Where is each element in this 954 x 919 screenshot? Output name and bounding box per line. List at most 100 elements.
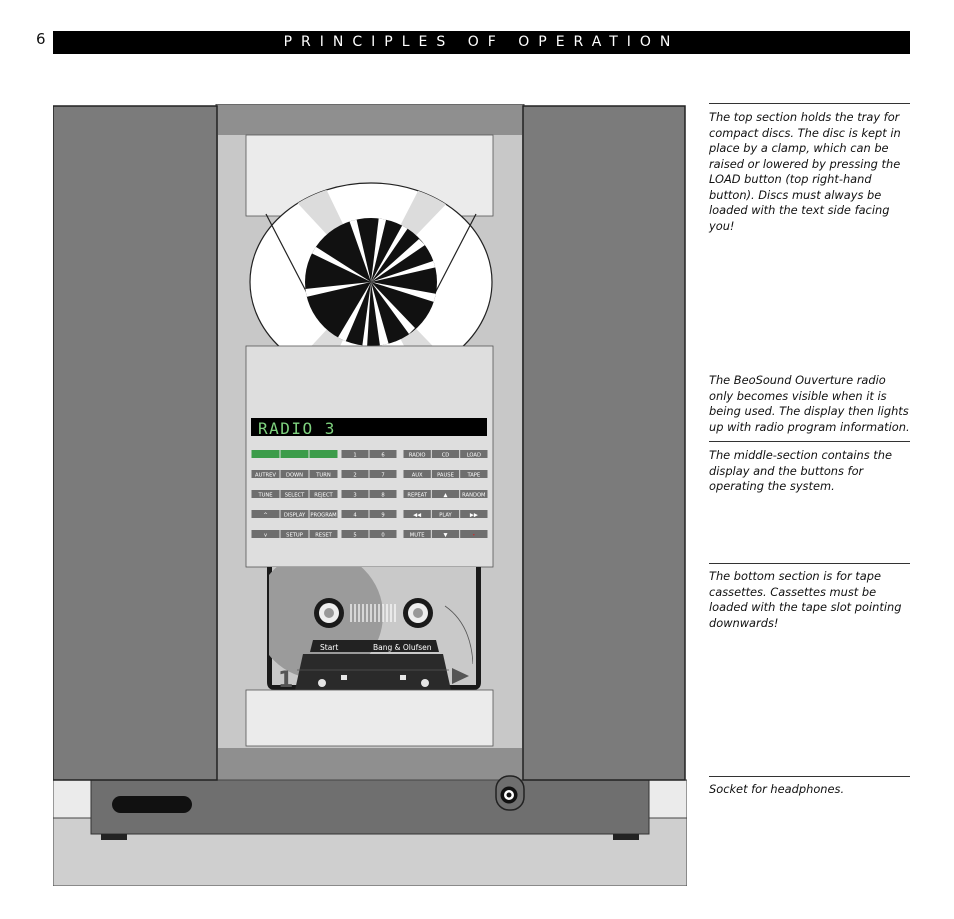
base-foot-right [613, 834, 639, 840]
caption-radio-display: The BeoSound Ouverture radio only become… [709, 373, 910, 434]
panel-button[interactable]: ▶▶ [460, 510, 488, 518]
caption-rule-2 [709, 441, 910, 442]
beosound-illustration: RADIO 3 AUTREV DOWN TURN TUNE SELECT REJECT ^ D… [53, 104, 687, 886]
caption-rule-1 [709, 103, 910, 104]
panel-button[interactable]: SELECT [280, 490, 309, 498]
panel-button[interactable]: 1 [341, 450, 369, 458]
panel-button-label: AUX [412, 472, 423, 478]
panel-button[interactable]: TURN [309, 470, 338, 478]
panel-button-label: DISPLAY [284, 512, 306, 518]
panel-button[interactable] [251, 450, 280, 458]
cassette-label-left: Start [320, 643, 338, 652]
headphone-socket [495, 775, 525, 811]
panel-button[interactable]: RANDOM [460, 490, 488, 498]
panel-button-label: ▼ [444, 532, 448, 538]
panel-button[interactable]: AUX [403, 470, 431, 478]
panel-button[interactable]: RESET [309, 530, 338, 538]
panel-button-label: RANDOM [462, 492, 485, 498]
panel-button[interactable]: 8 [369, 490, 397, 498]
panel-button-label: 0 [381, 532, 384, 538]
panel-button-label: ◀◀ [413, 512, 421, 518]
panel-button-label: 3 [353, 492, 356, 498]
panel-button[interactable]: SETUP [280, 530, 309, 538]
panel-button[interactable]: v [251, 530, 280, 538]
panel-button[interactable]: ▲ [431, 490, 460, 498]
base-foot-left [101, 834, 127, 840]
panel-button[interactable]: TAPE [460, 470, 488, 478]
panel-button[interactable]: 2 [341, 470, 369, 478]
caption-rule-3 [709, 563, 910, 564]
panel-button-label: REPEAT [407, 492, 427, 498]
display-text: RADIO 3 [258, 419, 336, 438]
panel-button[interactable]: DISPLAY [280, 510, 309, 518]
cassette-label-strip [310, 640, 439, 652]
panel-button-label: 4 [353, 512, 357, 518]
cassette-compartment: Start Bang & Olufsen 1 [267, 567, 481, 693]
panel-button[interactable]: 9 [369, 510, 397, 518]
panel-button[interactable]: ▼ [431, 530, 460, 538]
panel-button[interactable]: PROGRAM [309, 510, 338, 518]
panel-button[interactable]: PAUSE [431, 470, 460, 478]
panel-button-label: • [472, 532, 475, 538]
panel-button[interactable]: PLAY [431, 510, 460, 518]
panel-button-label: 9 [381, 512, 384, 518]
panel-button[interactable]: CD [431, 450, 460, 458]
right-door [522, 105, 686, 781]
header-bar: PRINCIPLES OF OPERATION [53, 31, 910, 54]
panel-button-label: 6 [381, 452, 384, 458]
bottom-cover [245, 689, 494, 747]
panel-button[interactable]: 5 [341, 530, 369, 538]
panel-button[interactable]: • [460, 530, 488, 538]
panel-button-label: 1 [353, 452, 356, 458]
panel-button[interactable]: 3 [341, 490, 369, 498]
cassette-side-number: 1 [278, 668, 293, 693]
panel-button-label: 8 [381, 492, 384, 498]
panel-button-label: RESET [315, 532, 332, 538]
panel-button-label: 7 [381, 472, 384, 478]
cassette-label-right: Bang & Olufsen [373, 643, 432, 652]
caption-middle-section: The middle-section contains the display … [709, 448, 892, 493]
caption-cd-section: The top section holds the tray for compa… [709, 110, 901, 233]
panel-button-label: ^ [263, 512, 267, 518]
panel-button[interactable]: DOWN [280, 470, 309, 478]
panel-button[interactable]: 4 [341, 510, 369, 518]
panel-button[interactable] [309, 450, 338, 458]
panel-button[interactable]: ◀◀ [403, 510, 431, 518]
panel-button[interactable] [280, 450, 309, 458]
panel-button-label: CD [442, 452, 450, 458]
panel-button-label: SETUP [286, 532, 303, 538]
caption-headphone-socket: Socket for headphones. [709, 782, 845, 796]
panel-button-label: RADIO [409, 452, 426, 458]
panel-button-label: PAUSE [437, 472, 454, 478]
panel-button-label: LOAD [467, 452, 481, 458]
left-door [53, 105, 218, 781]
panel-button-label: MUTE [410, 532, 425, 538]
panel-button[interactable]: RADIO [403, 450, 431, 458]
panel-button[interactable]: 7 [369, 470, 397, 478]
panel-button[interactable]: REJECT [309, 490, 338, 498]
panel-button-label: SELECT [285, 492, 305, 498]
panel-button-label: AUTREV [255, 472, 276, 478]
panel-button[interactable]: 0 [369, 530, 397, 538]
ir-window [112, 796, 192, 813]
panel-button[interactable]: TUNE [251, 490, 280, 498]
panel-button-label: ▲ [444, 492, 448, 498]
panel-button[interactable]: REPEAT [403, 490, 431, 498]
panel-button[interactable]: LOAD [460, 450, 488, 458]
panel-button-label: TUNE [257, 492, 272, 498]
page-number: 6 [36, 30, 46, 48]
panel-button-label: TAPE [466, 472, 480, 478]
panel-button[interactable]: 6 [369, 450, 397, 458]
base-body [90, 777, 650, 835]
panel-button[interactable]: AUTREV [251, 470, 280, 478]
panel-button-label: REJECT [314, 492, 333, 498]
panel-button-label: TURN [315, 472, 331, 478]
panel-button[interactable]: MUTE [403, 530, 431, 538]
display-screen [251, 418, 487, 436]
panel-button-label: v [264, 532, 267, 538]
page-title: PRINCIPLES OF OPERATION [283, 34, 680, 50]
panel-button-label: 5 [353, 532, 356, 538]
caption-rule-4 [709, 776, 910, 777]
panel-button-label: 2 [353, 472, 356, 478]
panel-button[interactable]: ^ [251, 510, 280, 518]
